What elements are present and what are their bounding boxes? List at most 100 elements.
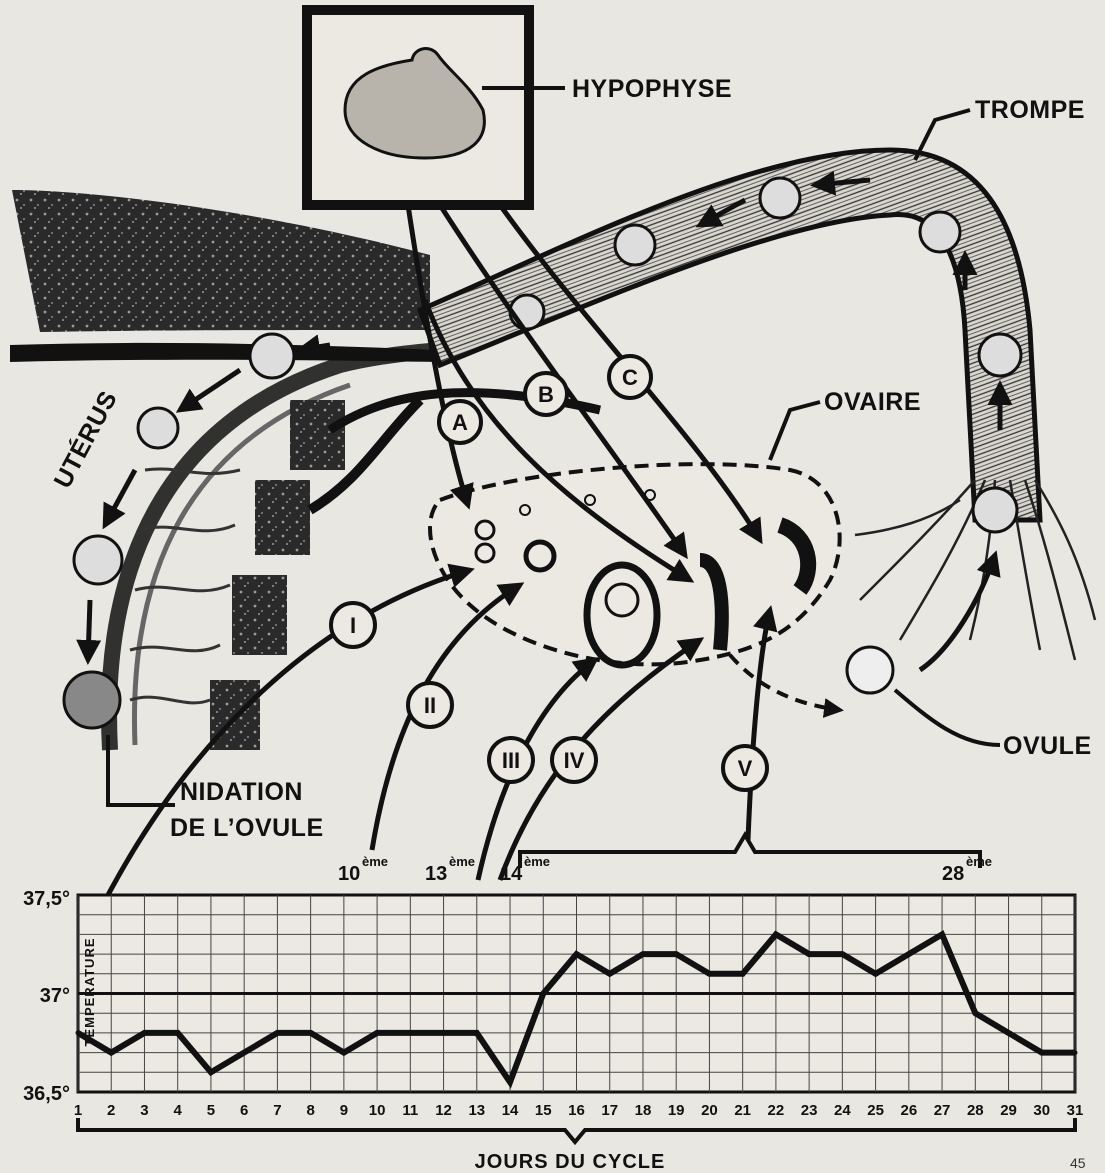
x-tick-11: 11 xyxy=(402,1102,418,1119)
ovaire-label: OVAIRE xyxy=(824,388,921,416)
uterus-tissue xyxy=(12,190,430,332)
phase-label-5: V xyxy=(738,756,753,781)
svg-text:ème: ème xyxy=(966,854,992,869)
svg-text:ème: ème xyxy=(362,854,388,869)
temperature-point-day-12 xyxy=(441,1030,446,1035)
x-tick-24: 24 xyxy=(834,1102,851,1119)
temperature-point-day-1 xyxy=(76,1030,81,1035)
day-marker-13: 13 xyxy=(425,863,447,885)
temperature-point-day-16 xyxy=(574,952,579,957)
y-tick-37-5: 37,5° xyxy=(23,888,70,910)
x-tick-1: 1 xyxy=(74,1102,82,1119)
x-tick-28: 28 xyxy=(967,1102,984,1119)
temperature-point-day-6 xyxy=(242,1050,247,1055)
x-tick-20: 20 xyxy=(701,1102,718,1119)
hypophyse-label: HYPOPHYSE xyxy=(572,75,732,103)
x-tick-4: 4 xyxy=(174,1102,183,1119)
x-tick-29: 29 xyxy=(1000,1102,1017,1119)
trompe-label: TROMPE xyxy=(975,96,1085,124)
x-tick-8: 8 xyxy=(306,1102,314,1119)
temperature-point-day-2 xyxy=(109,1050,114,1055)
uterine-glands xyxy=(130,469,240,703)
y-tick-37: 37° xyxy=(40,985,70,1007)
temperature-point-day-27 xyxy=(940,932,945,937)
uterus-label: UTÉRUS xyxy=(48,386,123,493)
x-tick-23: 23 xyxy=(801,1102,818,1119)
ovule-label: OVULE xyxy=(1003,732,1092,760)
phase-label-3: III xyxy=(502,748,520,773)
page-number: 45 xyxy=(1070,1155,1086,1171)
x-tick-21: 21 xyxy=(734,1102,751,1119)
x-tick-27: 27 xyxy=(934,1102,951,1119)
x-tick-16: 16 xyxy=(568,1102,585,1119)
temperature-point-day-31 xyxy=(1073,1050,1078,1055)
temperature-point-day-30 xyxy=(1039,1050,1044,1055)
temperature-point-day-21 xyxy=(740,971,745,976)
svg-text:ème: ème xyxy=(524,854,550,869)
temperature-point-day-17 xyxy=(607,971,612,976)
temperature-point-day-10 xyxy=(375,1030,380,1035)
temperature-point-day-20 xyxy=(707,971,712,976)
uterus-mucosa xyxy=(10,343,440,362)
days-14-28-brace xyxy=(520,835,980,868)
temperature-point-day-19 xyxy=(674,952,679,957)
temperature-point-day-7 xyxy=(275,1030,280,1035)
x-tick-31: 31 xyxy=(1067,1102,1084,1119)
x-tick-30: 30 xyxy=(1033,1102,1050,1119)
x-tick-18: 18 xyxy=(635,1102,652,1119)
temperature-point-day-24 xyxy=(840,952,845,957)
x-tick-19: 19 xyxy=(668,1102,685,1119)
temperature-point-day-13 xyxy=(474,1030,479,1035)
x-tick-7: 7 xyxy=(273,1102,281,1119)
nidation-label-line2: DE L’OVULE xyxy=(170,814,324,842)
x-tick-26: 26 xyxy=(900,1102,917,1119)
temperature-point-day-11 xyxy=(408,1030,413,1035)
temperature-point-day-15 xyxy=(541,991,546,996)
x-tick-12: 12 xyxy=(435,1102,452,1119)
x-tick-14: 14 xyxy=(502,1102,519,1119)
phase-label-4: IV xyxy=(564,748,585,773)
x-tick-9: 9 xyxy=(340,1102,348,1119)
x-axis-label: JOURS DU CYCLE xyxy=(475,1151,666,1173)
hormone-label-c: C xyxy=(622,365,638,390)
x-tick-17: 17 xyxy=(601,1102,618,1119)
day-marker-28: 28 xyxy=(942,863,964,885)
x-tick-25: 25 xyxy=(867,1102,884,1119)
x-tick-2: 2 xyxy=(107,1102,115,1119)
x-tick-13: 13 xyxy=(468,1102,485,1119)
temperature-point-day-22 xyxy=(773,932,778,937)
temperature-point-day-5 xyxy=(208,1070,213,1075)
x-tick-6: 6 xyxy=(240,1102,248,1119)
temperature-point-day-8 xyxy=(308,1030,313,1035)
x-tick-5: 5 xyxy=(207,1102,215,1119)
temperature-point-day-14 xyxy=(508,1080,513,1085)
temperature-point-day-9 xyxy=(341,1050,346,1055)
temperature-point-day-29 xyxy=(1006,1030,1011,1035)
phase-label-2: II xyxy=(424,693,436,718)
hormone-label-b: B xyxy=(538,382,554,407)
x-tick-3: 3 xyxy=(140,1102,148,1119)
x-tick-15: 15 xyxy=(535,1102,552,1119)
temperature-point-day-18 xyxy=(640,952,645,957)
temperature-point-day-23 xyxy=(807,952,812,957)
svg-text:ème: ème xyxy=(449,854,475,869)
hormone-label-a: A xyxy=(452,410,468,435)
ovary xyxy=(430,464,840,664)
temperature-point-day-26 xyxy=(906,952,911,957)
temperature-point-day-3 xyxy=(142,1030,147,1035)
day-markers: 10 ème 13 ème 14 ème 28 ème xyxy=(338,854,992,885)
temperature-point-day-4 xyxy=(175,1030,180,1035)
phase-label-1: I xyxy=(350,613,356,638)
day-marker-10: 10 xyxy=(338,863,360,885)
temperature-point-day-25 xyxy=(873,971,878,976)
nidation-label-line1: NIDATION xyxy=(180,778,303,806)
y-axis-label: TEMPERATURE xyxy=(82,938,97,1047)
x-tick-22: 22 xyxy=(768,1102,785,1119)
anatomy-illustration: A B C I II III IV V xyxy=(10,10,1095,895)
temperature-point-day-28 xyxy=(973,1011,978,1016)
y-tick-36-5: 36,5° xyxy=(23,1083,70,1105)
x-axis-brace xyxy=(78,1118,1075,1142)
